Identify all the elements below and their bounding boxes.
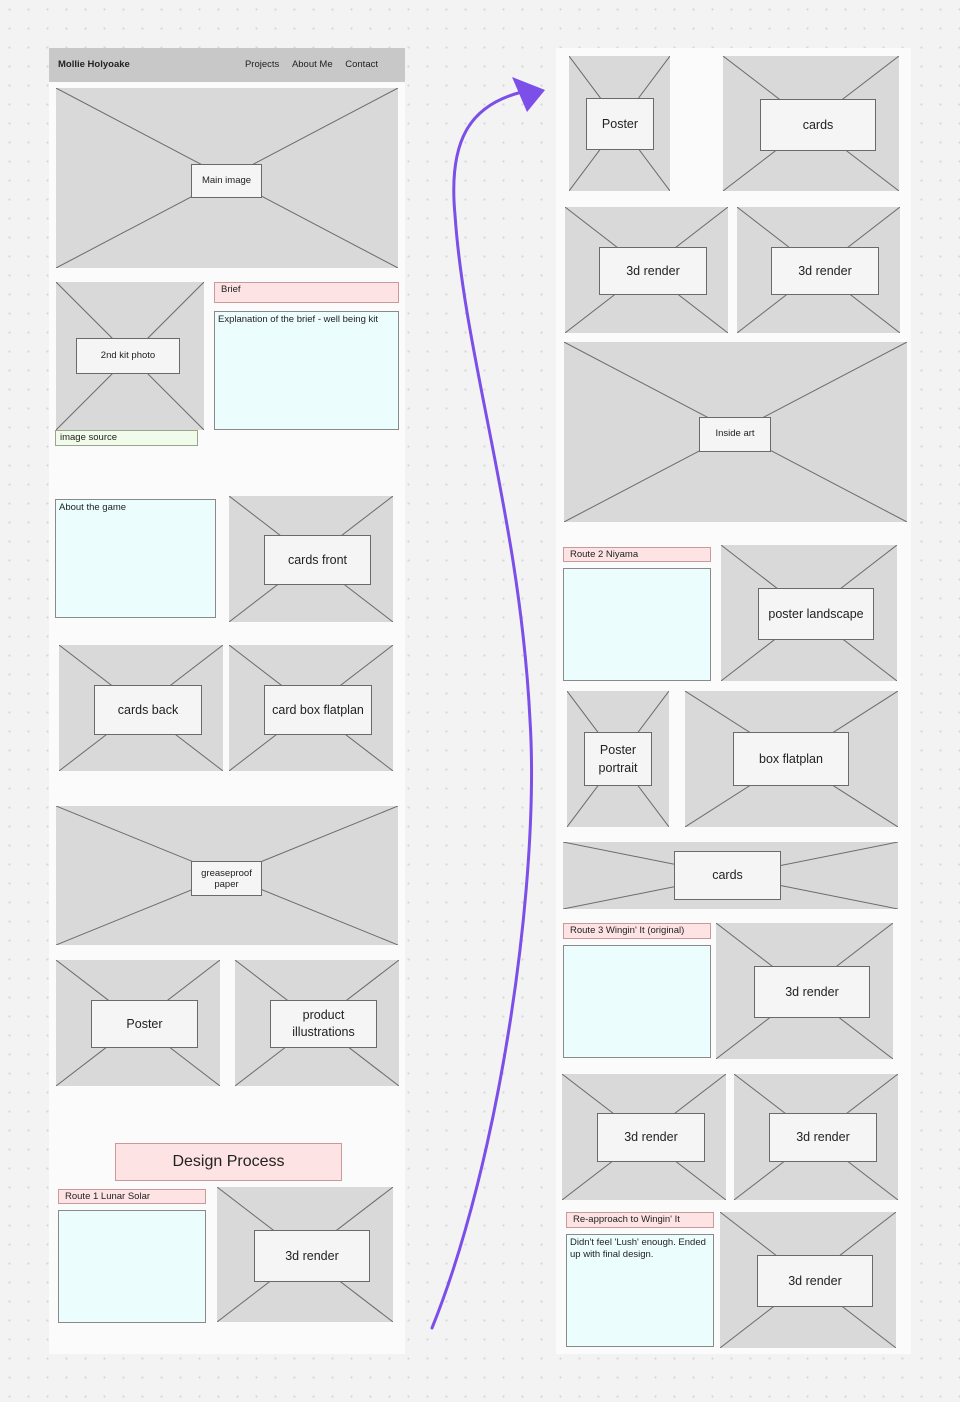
product-illustrations-label: product illustrations	[270, 1000, 377, 1048]
route3-text-box	[563, 945, 711, 1058]
render-c-label: 3d render	[597, 1113, 705, 1162]
card-box-flatplan-label: card box flatplan	[264, 685, 372, 735]
cards-banner-label: cards	[674, 851, 781, 900]
right-cards-label: cards	[760, 99, 876, 151]
route1-label: Route 1 Lunar Solar	[58, 1189, 206, 1204]
render-b-placeholder: 3d render	[737, 207, 900, 333]
render-d-label: 3d render	[769, 1113, 877, 1162]
inside-art-label: Inside art	[699, 417, 771, 452]
about-game-box: About the game	[55, 499, 216, 618]
final-render-label: 3d render	[757, 1255, 873, 1307]
reapproach-text-box: Didn't feel 'Lush' enough. Ended up with…	[566, 1234, 714, 1347]
poster-label: Poster	[91, 1000, 198, 1048]
final-render-placeholder: 3d render	[720, 1212, 896, 1348]
poster-placeholder: Poster	[56, 960, 220, 1086]
route3-label: Route 3 Wingin' It (original)	[563, 923, 711, 939]
kit-photo-placeholder: 2nd kit photo	[56, 282, 204, 430]
nav-contact[interactable]: Contact	[345, 59, 378, 70]
nav-about-me[interactable]: About Me	[291, 59, 333, 70]
card-box-flatplan-placeholder: card box flatplan	[229, 645, 393, 771]
route1-render-label: 3d render	[254, 1230, 370, 1282]
main-image-placeholder: Main image	[56, 88, 398, 268]
inside-art-placeholder: Inside art	[564, 342, 907, 522]
kit-photo-label: 2nd kit photo	[76, 338, 180, 374]
reapproach-label: Re-approach to Wingin' It	[566, 1212, 714, 1228]
flow-arrow-path	[430, 90, 533, 1330]
route1-text-box	[58, 1210, 206, 1323]
brand-name: Mollie Holyoake	[58, 59, 130, 70]
main-image-label: Main image	[191, 164, 262, 198]
product-illustrations-placeholder: product illustrations	[235, 960, 399, 1086]
render-c-placeholder: 3d render	[562, 1074, 726, 1200]
design-process-heading: Design Process	[115, 1143, 342, 1181]
route1-render-placeholder: 3d render	[217, 1187, 393, 1322]
flow-arrowhead	[512, 77, 545, 112]
right-poster-placeholder: Poster	[569, 56, 670, 191]
render-a-placeholder: 3d render	[565, 207, 728, 333]
cards-front-placeholder: cards front	[229, 496, 393, 622]
right-poster-label: Poster	[586, 98, 654, 150]
poster-landscape-label: poster landscape	[758, 588, 874, 640]
image-source-note: image source	[55, 430, 198, 446]
render-d-placeholder: 3d render	[734, 1074, 898, 1200]
box-flatplan-label: box flatplan	[733, 732, 849, 786]
greaseproof-placeholder: greaseproof paper	[56, 806, 398, 945]
box-flatplan-placeholder: box flatplan	[685, 691, 898, 827]
render-b-label: 3d render	[771, 247, 879, 295]
brief-text-box: Explanation of the brief - well being ki…	[214, 311, 399, 430]
nav-links: Projects About Me Contact	[235, 59, 378, 70]
right-cards-placeholder: cards	[723, 56, 899, 191]
cards-back-label: cards back	[94, 685, 202, 735]
nav-projects[interactable]: Projects	[244, 59, 280, 70]
route3-render-placeholder: 3d render	[716, 923, 893, 1059]
site-header: Mollie Holyoake Projects About Me Contac…	[49, 48, 405, 82]
route2-label: Route 2 Niyama	[563, 547, 711, 562]
poster-landscape-placeholder: poster landscape	[721, 545, 897, 681]
render-a-label: 3d render	[599, 247, 707, 295]
route2-text-box	[563, 568, 711, 681]
greaseproof-label: greaseproof paper	[191, 861, 262, 896]
route3-render-label: 3d render	[754, 966, 870, 1018]
cards-front-label: cards front	[264, 535, 371, 585]
cards-banner-placeholder: cards	[563, 842, 898, 909]
poster-portrait-label: Poster portrait	[584, 732, 652, 786]
poster-portrait-placeholder: Poster portrait	[567, 691, 669, 827]
brief-label: Brief	[214, 282, 399, 303]
cards-back-placeholder: cards back	[59, 645, 223, 771]
